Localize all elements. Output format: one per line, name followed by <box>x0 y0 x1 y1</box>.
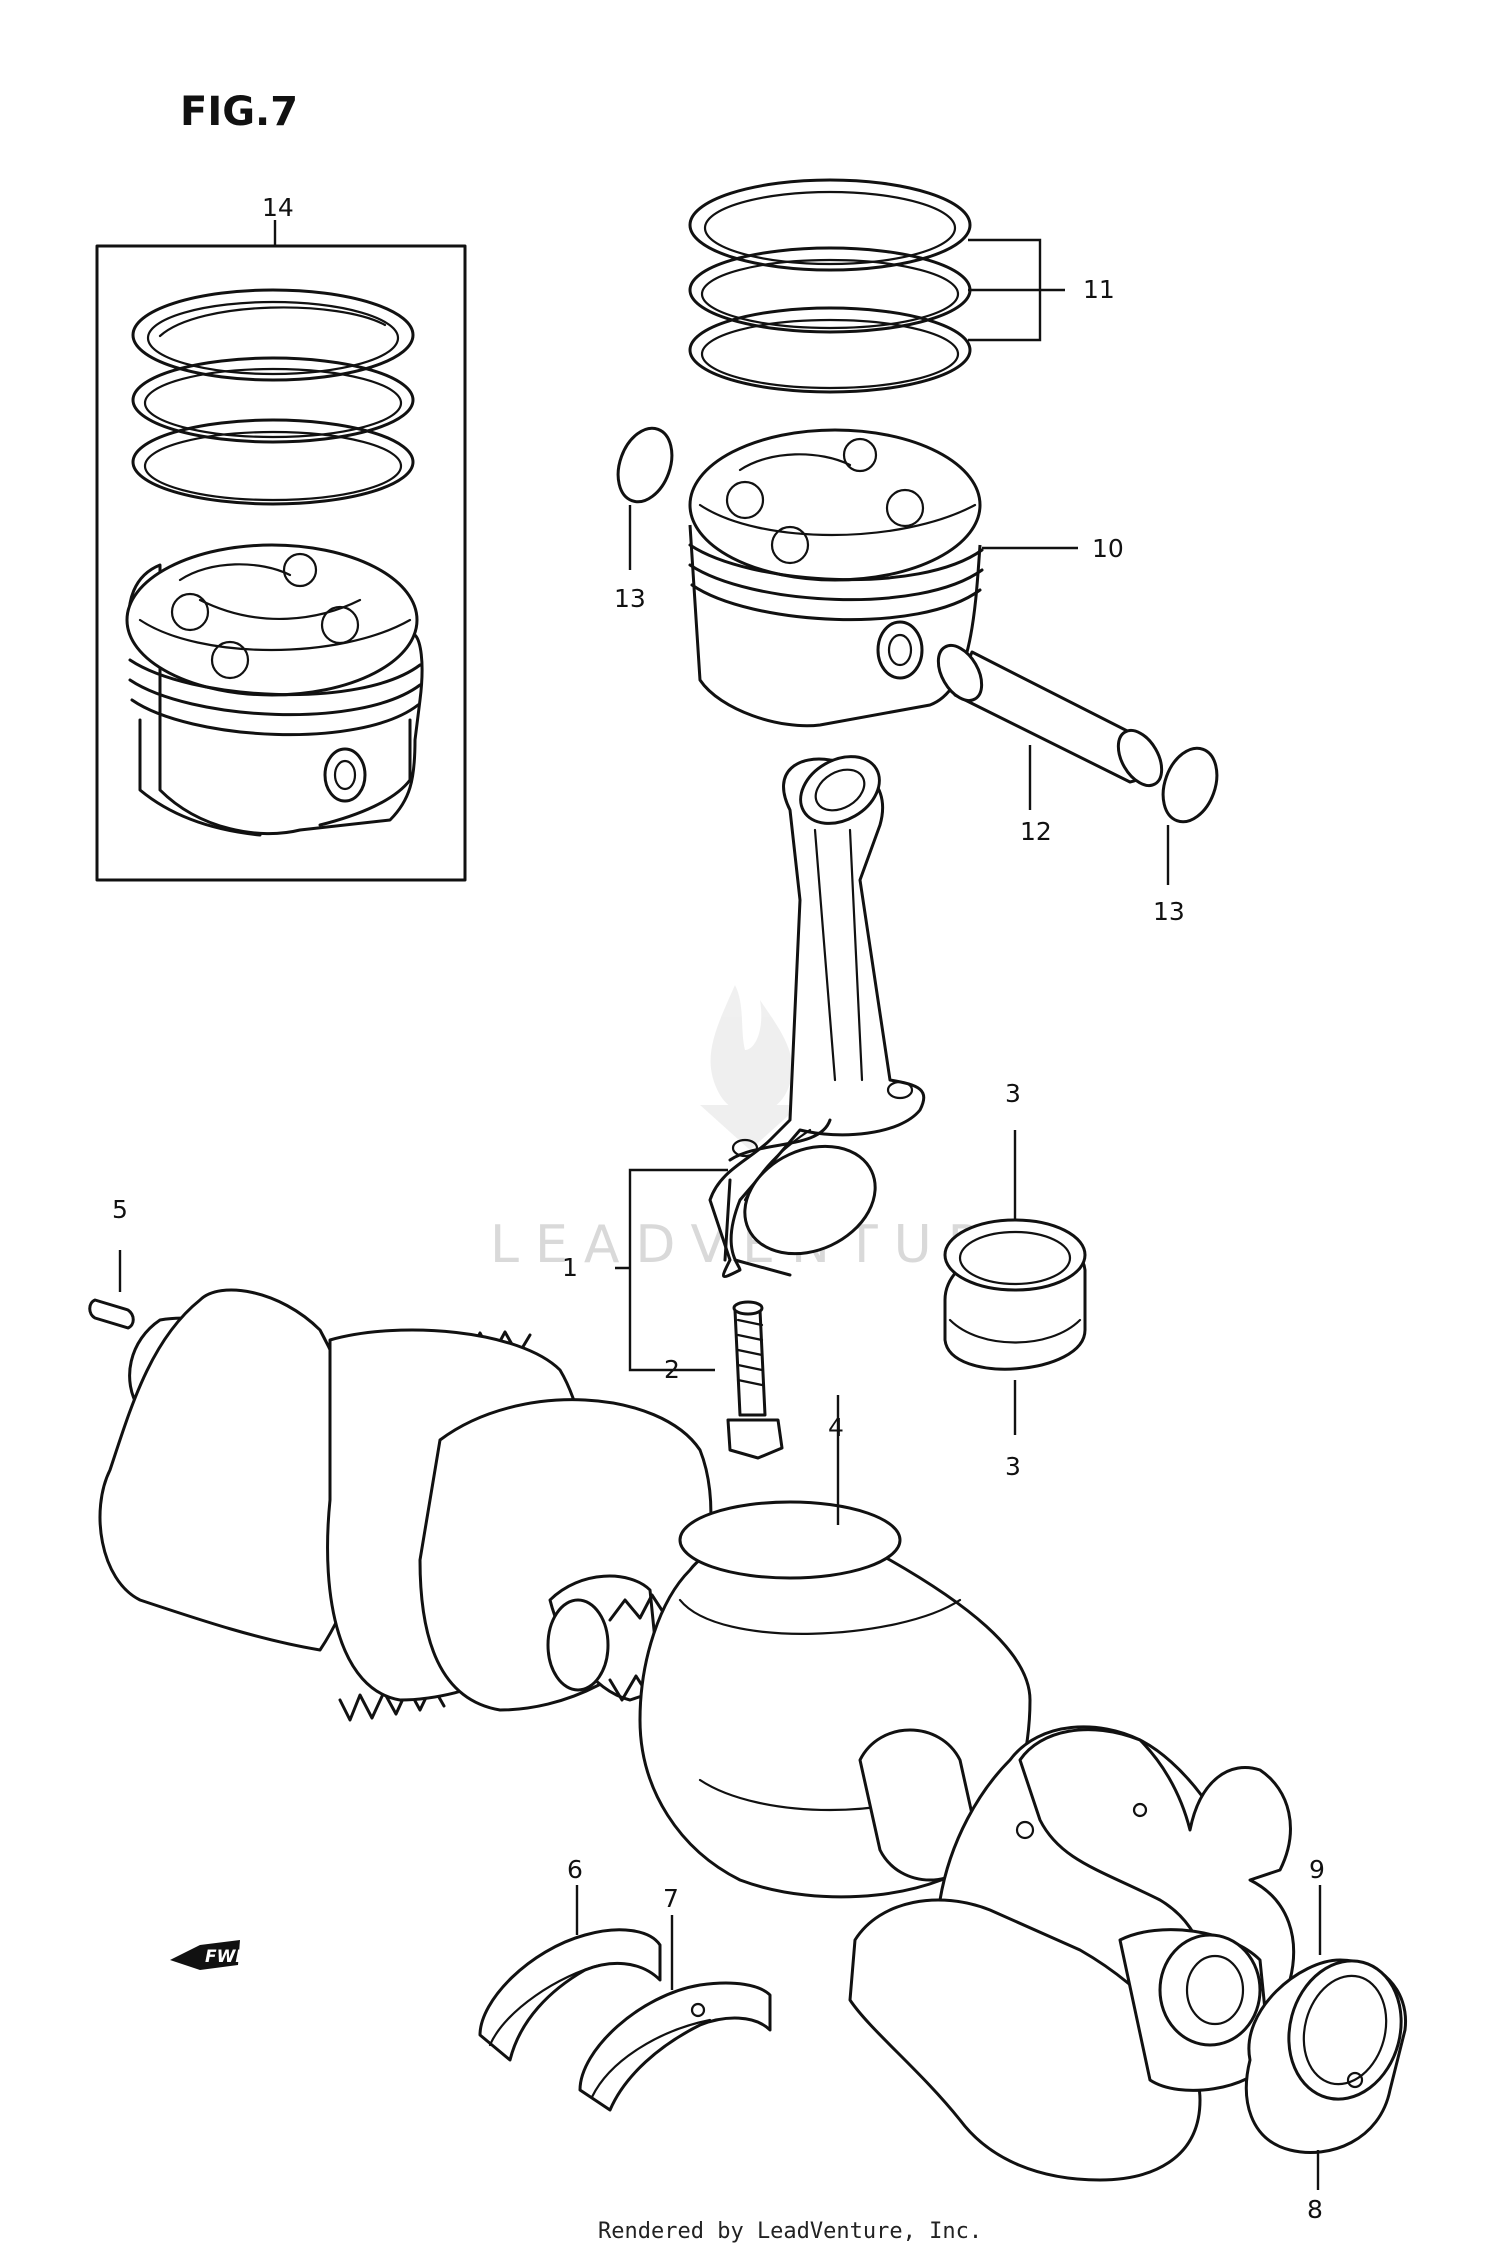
callout-3-bottom: 3 <box>1005 1452 1021 1481</box>
part-10-piston <box>688 428 1078 728</box>
callout-14: 14 <box>262 193 294 222</box>
part-12-piston-pin <box>936 644 1164 810</box>
callout-3-top: 3 <box>1005 1079 1021 1108</box>
callout-13-right: 13 <box>1153 897 1185 926</box>
part-7-thrust-washer <box>578 1915 772 2112</box>
part-2-bolt <box>726 1300 784 1460</box>
figure-title: FIG.7 <box>180 89 298 135</box>
part-3-conrod-bearing <box>943 1130 1087 1435</box>
part-13-circlip-right <box>1161 746 1219 885</box>
callout-13-left: 13 <box>614 584 646 613</box>
callout-4: 4 <box>828 1413 844 1442</box>
fwd-arrow-icon: FWD <box>170 1940 249 1970</box>
part-13-circlip-left <box>616 426 674 570</box>
fwd-label: FWD <box>205 1947 249 1967</box>
credit-text: Rendered by LeadVenture, Inc. <box>598 2219 982 2244</box>
part-5-dowel-pin <box>88 1250 135 1330</box>
part-4-crankshaft <box>98 1288 1296 2182</box>
callout-2: 2 <box>664 1355 680 1384</box>
callout-9: 9 <box>1309 1855 1325 1884</box>
watermark-logo <box>700 985 800 1150</box>
callout-6: 6 <box>567 1855 583 1884</box>
callout-7: 7 <box>663 1884 679 1913</box>
callout-5: 5 <box>112 1195 128 1224</box>
part-14-piston-set <box>95 220 467 882</box>
part-6-thrust-washer <box>478 1885 662 2062</box>
part-11-piston-rings <box>688 178 1065 394</box>
part-9-8-main-bearing <box>1244 1885 1408 2190</box>
callout-1: 1 <box>562 1253 578 1282</box>
callout-10: 10 <box>1092 534 1124 563</box>
callout-12: 12 <box>1020 817 1052 846</box>
part-1-connecting-rod <box>615 755 926 1372</box>
callout-8: 8 <box>1307 2195 1323 2224</box>
callout-11: 11 <box>1083 275 1115 304</box>
